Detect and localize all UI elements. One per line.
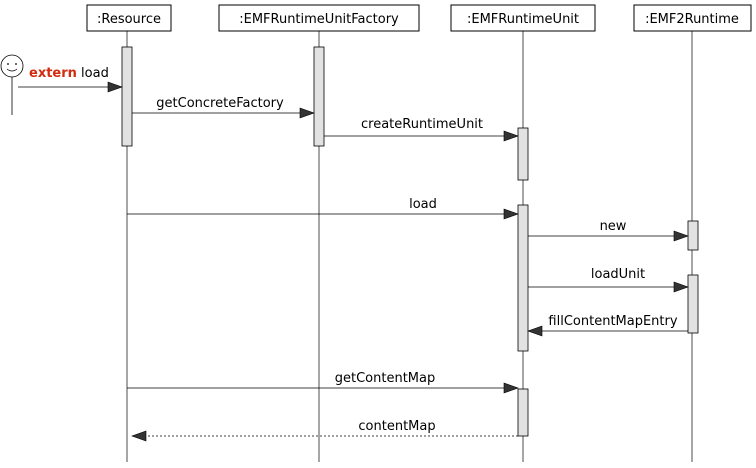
arrowhead — [131, 430, 147, 442]
message-getContentMap: getContentMap — [127, 371, 519, 394]
message-label: fillContentMapEntry — [548, 314, 677, 329]
lifeline-label: :EMFRuntimeUnitFactory — [239, 12, 399, 27]
lifeline-box — [86, 4, 172, 32]
activation-unit-1 — [517, 127, 529, 181]
lifeline-label: :Resource — [97, 12, 161, 27]
message-extern-load: extern load — [18, 66, 123, 93]
arrowhead — [503, 208, 519, 220]
message-new: new — [528, 219, 689, 242]
message-loadUnit: loadUnit — [528, 267, 689, 293]
message-label: new — [600, 219, 627, 234]
arrowhead — [503, 382, 519, 394]
activation-unit-2 — [517, 204, 529, 352]
arrowhead — [503, 130, 519, 142]
message-label: getConcreteFactory — [156, 96, 284, 111]
arrowhead — [107, 81, 123, 93]
message-label: loadUnit — [591, 267, 645, 282]
message-createRuntimeUnit: createRuntimeUnit — [324, 117, 519, 142]
extern-keyword: extern — [29, 66, 77, 81]
message-contentMap: contentMap — [131, 419, 518, 442]
arrowhead — [673, 230, 689, 242]
lifeline-resource: :Resource — [86, 4, 172, 462]
message-getConcreteFactory: getConcreteFactory — [132, 96, 315, 119]
lifeline-box — [218, 4, 420, 32]
message-label: load — [409, 197, 437, 212]
lifeline-box — [450, 4, 596, 32]
activation-factory — [313, 46, 325, 147]
lifeline-emf2: :EMF2Runtime — [633, 4, 752, 462]
activation-resource — [121, 46, 133, 147]
lifeline-box — [633, 4, 752, 32]
message-load: load — [127, 197, 519, 220]
activation-emf2-1 — [687, 220, 699, 251]
activation-unit-3 — [517, 388, 529, 437]
arrowhead — [299, 107, 315, 119]
lifeline-label: :EMFRuntimeUnit — [467, 12, 579, 27]
message-fillContentMapEntry: fillContentMapEntry — [527, 314, 688, 337]
arrowhead — [673, 281, 689, 293]
message-label: getContentMap — [335, 371, 435, 386]
message-label: createRuntimeUnit — [361, 117, 483, 132]
svg-text:extern load: extern load — [29, 66, 109, 81]
activation-emf2-2 — [687, 274, 699, 334]
extern-call-label: load — [81, 66, 109, 81]
message-label: contentMap — [358, 419, 435, 434]
arrowhead — [527, 325, 543, 337]
actor-figure — [0, 54, 24, 115]
lifeline-factory: :EMFRuntimeUnitFactory — [218, 4, 420, 462]
lifeline-label: :EMF2Runtime — [645, 12, 739, 27]
actor-head — [0, 54, 24, 78]
